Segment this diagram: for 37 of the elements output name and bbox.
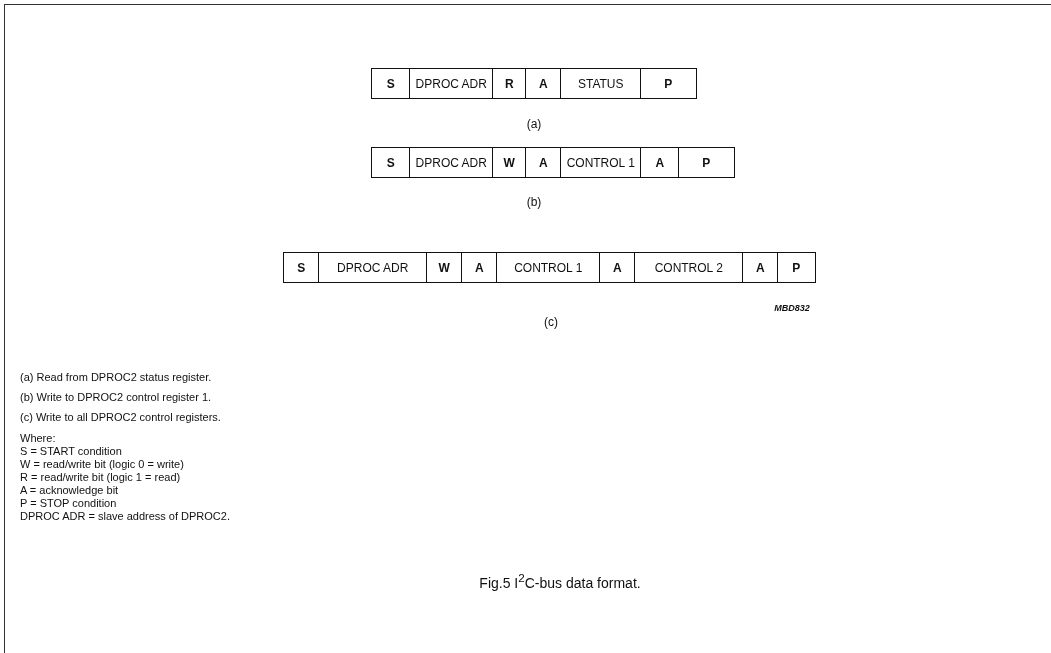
frame-field: DPROC ADR	[409, 68, 494, 99]
frame-field: A	[525, 68, 562, 99]
frame-field: CONTROL 1	[496, 252, 601, 283]
sub-figure-label: (b)	[526, 195, 542, 209]
note-text: (a) Read from DPROC2 status register.	[20, 371, 212, 383]
note-text: R = read/write bit (logic 1 = read)	[20, 471, 181, 483]
note-text: (b) Write to DPROC2 control register 1.	[20, 391, 212, 403]
frame-field: S	[371, 68, 411, 99]
note-text: W = read/write bit (logic 0 = write)	[20, 458, 184, 470]
note-text: DPROC ADR = slave address of DPROC2.	[20, 510, 230, 522]
figure-code: MBD832	[774, 303, 810, 313]
frame-field: W	[426, 252, 463, 283]
frame-field: CONTROL 2	[634, 252, 744, 283]
frame-field: P	[777, 252, 816, 283]
frame-field: S	[283, 252, 320, 283]
frame-field: W	[492, 147, 527, 178]
frame-field: STATUS	[560, 68, 642, 99]
sub-figure-label: (a)	[526, 117, 542, 131]
frame-field: A	[525, 147, 562, 178]
frame-field: R	[492, 68, 527, 99]
note-text: P = STOP condition	[20, 497, 117, 509]
figure-caption: Fig.5 I$^{2}$C-bus data format.	[479, 571, 641, 591]
frame-field: DPROC ADR	[318, 252, 428, 283]
frame-field: S	[371, 147, 411, 178]
note-text: Where:	[20, 432, 56, 444]
frame-field: P	[640, 68, 697, 99]
frame-field: CONTROL 1	[560, 147, 642, 178]
frame-field: A	[640, 147, 680, 178]
frame-field: DPROC ADR	[409, 147, 494, 178]
frame-field: P	[678, 147, 735, 178]
frame-field: A	[599, 252, 636, 283]
sub-figure-label: (c)	[544, 315, 558, 329]
note-text: A = acknowledge bit	[20, 484, 119, 496]
note-text: S = START condition	[20, 445, 122, 457]
note-text: (c) Write to all DPROC2 control registers.	[20, 411, 221, 423]
frame-field: A	[742, 252, 779, 283]
frame-field: A	[461, 252, 498, 283]
